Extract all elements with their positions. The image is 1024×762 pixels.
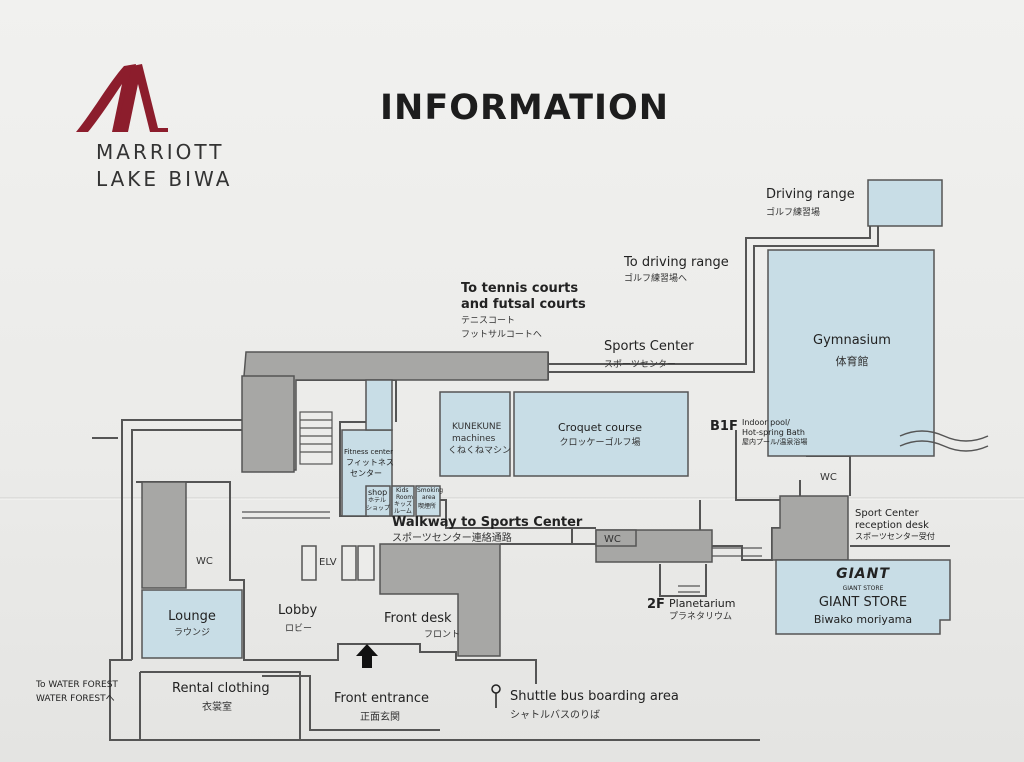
- walkway-top: [440, 499, 596, 529]
- path-sports-center: [548, 290, 747, 365]
- paper-fold: [0, 497, 1024, 500]
- lobby-outline: [136, 481, 537, 684]
- label-tennis-ja-1: テニスコート: [461, 316, 516, 326]
- label-gymnasium-ja: 体育館: [835, 355, 869, 368]
- label-fitness: Fitness center: [344, 448, 393, 456]
- label-rental: Rental clothing: [172, 681, 270, 696]
- label-driving-range: Driving range: [766, 187, 855, 202]
- brand-line2: LAKE BIWA: [96, 167, 233, 191]
- label-to-driving-range-ja: ゴルフ練習場へ: [624, 274, 688, 284]
- label-kids-1: Kids: [396, 487, 409, 494]
- facility-croquet: [513, 391, 689, 477]
- label-sport-reception-ja: スポーツセンター受付: [855, 532, 935, 541]
- label-gymnasium: Gymnasium: [813, 333, 891, 348]
- label-shop: shop: [368, 488, 388, 497]
- label-wc-gym: WC: [820, 472, 837, 483]
- label-wc-lobby: WC: [196, 556, 213, 567]
- label-front-desk-ja: フロント: [424, 630, 461, 640]
- label-water-forest-2: WATER FORESTへ: [36, 694, 115, 704]
- building-left-block: [141, 481, 187, 589]
- path-sports-center-2: [548, 290, 755, 373]
- label-tennis-ja-2: フットサルコートへ: [461, 330, 542, 340]
- label-driving-range-ja: ゴルフ練習場: [766, 208, 821, 218]
- label-giant-store-sub: Biwako moriyama: [813, 613, 913, 626]
- building-wc-block: [595, 529, 637, 547]
- label-water-forest-1: To WATER FOREST: [36, 680, 118, 690]
- label-front-desk: Front desk: [384, 611, 452, 626]
- label-pool-ja: 屋内プール/温泉浴場: [742, 438, 808, 446]
- label-planetarium-floor: 2F: [647, 597, 665, 612]
- path-driving-range-inner: [753, 226, 879, 290]
- label-croquet-ja: クロッケーゴルフ場: [559, 438, 641, 448]
- label-fitness-ja-2: センター: [350, 469, 382, 478]
- label-shuttle: Shuttle bus boarding area: [510, 689, 679, 704]
- facility-shop: [365, 485, 391, 517]
- label-smoking-ja: 喫煙所: [418, 503, 437, 510]
- stair-north: [299, 411, 333, 465]
- facility-fitness-top: [365, 379, 393, 431]
- label-shuttle-ja: シャトルバスのりば: [510, 710, 600, 721]
- label-lobby-ja: ロビー: [285, 624, 313, 634]
- label-rental-ja: 衣裳室: [202, 702, 232, 713]
- path-driving-range: [745, 226, 871, 290]
- label-kids-2: Room: [396, 494, 414, 501]
- label-giant-store: GIANT STORE: [818, 595, 908, 610]
- building-west-wing: [241, 375, 295, 473]
- label-wc-walkway: WC: [604, 534, 621, 545]
- facility-kids: [391, 485, 415, 517]
- marriott-logo-icon: [76, 64, 168, 132]
- label-lounge: Lounge: [168, 609, 216, 624]
- label-kunekune-2: machines: [452, 434, 496, 444]
- facility-smoking: [415, 485, 441, 517]
- label-kids-ja-2: ルーム: [394, 508, 412, 515]
- label-sports-center-ja: スポーツセンター: [604, 360, 676, 370]
- label-elv: ELV: [319, 557, 337, 568]
- label-planetarium-ja: プラネタリウム: [669, 612, 733, 622]
- label-fitness-ja-1: フィットネス: [346, 458, 394, 467]
- building-front-block: [379, 543, 501, 657]
- label-sports-center: Sports Center: [604, 339, 694, 354]
- label-walkway-ja: スポーツセンター連絡通路: [392, 533, 512, 544]
- label-pool-1: Indoor pool/: [742, 418, 790, 427]
- facility-gymnasium: [767, 249, 935, 457]
- label-shop-ja-1: ホテル: [368, 497, 387, 504]
- label-smoking-1: Smoking: [417, 487, 444, 494]
- label-front-entrance-ja: 正面玄関: [360, 712, 400, 723]
- label-shop-ja-2: ショップ: [366, 505, 391, 512]
- label-kunekune-1: KUNEKUNE: [452, 422, 502, 432]
- label-b1f: B1F: [710, 419, 738, 434]
- label-giant-logo: GIANT: [836, 566, 890, 582]
- label-to-driving-range: To driving range: [624, 255, 729, 270]
- label-planetarium: Planetarium: [669, 597, 736, 610]
- label-lounge-ja: ラウンジ: [173, 628, 210, 638]
- label-sport-reception-2: reception desk: [855, 520, 929, 531]
- shuttle-bus-stop-icon: [491, 684, 501, 694]
- page-title: INFORMATION: [380, 88, 670, 128]
- label-kids-ja-1: キッズ: [394, 501, 413, 508]
- facility-lounge: [141, 589, 243, 659]
- label-smoking-2: area: [422, 494, 436, 501]
- front-entrance-arrow-icon: [356, 644, 378, 668]
- label-lobby: Lobby: [278, 603, 318, 618]
- label-giant-store-small: GIANT STORE: [842, 585, 884, 592]
- facility-driving-range: [867, 179, 943, 227]
- brand-line1: MARRIOTT: [96, 140, 225, 164]
- facility-kunekune: [439, 391, 511, 477]
- facility-giant-store: [775, 559, 951, 635]
- label-tennis-2: and futsal courts: [461, 297, 586, 312]
- building-reception: [771, 495, 849, 561]
- label-front-entrance: Front entrance: [334, 691, 430, 706]
- label-tennis-1: To tennis courts: [461, 281, 579, 296]
- label-kunekune-ja: くねくねマシン: [448, 446, 512, 456]
- label-pool-2: Hot-spring Bath: [742, 428, 805, 437]
- label-walkway: Walkway to Sports Center: [392, 515, 583, 530]
- label-croquet: Croquet course: [558, 421, 642, 434]
- label-sport-reception-1: Sport Center: [855, 508, 919, 519]
